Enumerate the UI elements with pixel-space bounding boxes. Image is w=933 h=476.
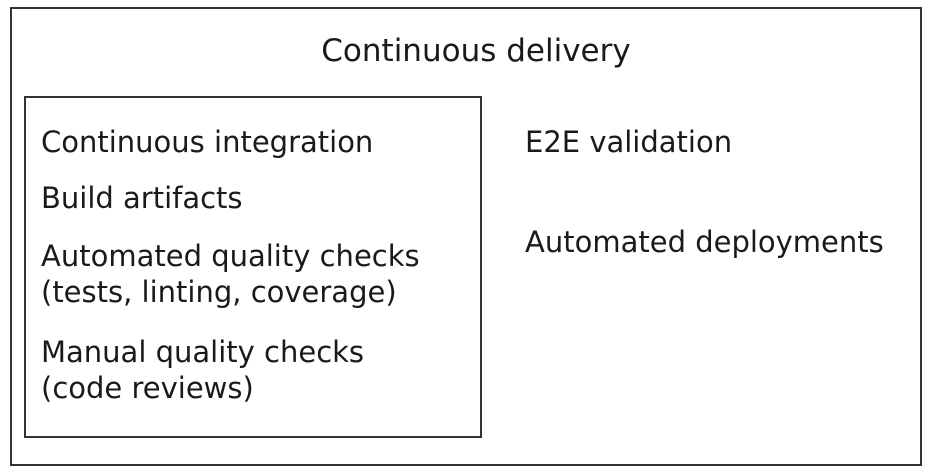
manual-quality-checks-label: Manual quality checks (code reviews)	[41, 335, 365, 405]
automated-quality-checks-label: Automated quality checks (tests, linting…	[41, 239, 420, 309]
build-artifacts-label: Build artifacts	[41, 181, 243, 215]
e2e-validation-label: E2E validation	[525, 125, 733, 159]
continuous-integration-box	[24, 96, 482, 438]
continuous-delivery-title: Continuous delivery	[321, 33, 631, 69]
automated-deployments-label: Automated deployments	[525, 225, 884, 259]
continuous-delivery-box	[10, 7, 922, 466]
continuous-integration-label: Continuous integration	[41, 125, 374, 159]
